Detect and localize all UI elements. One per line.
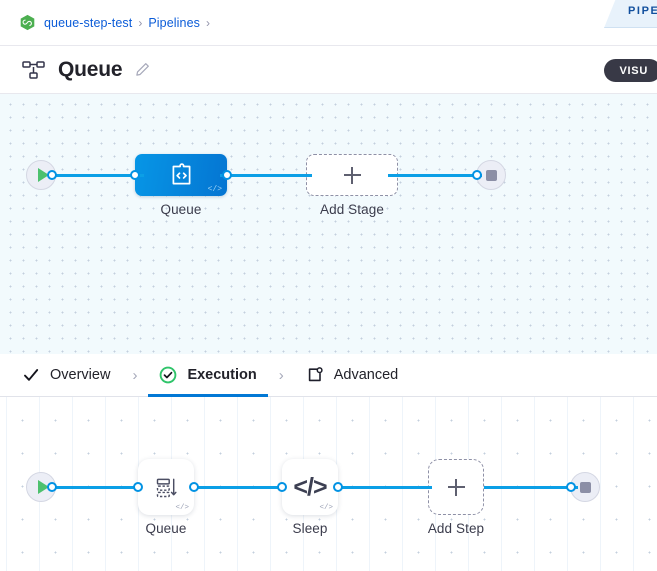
- page-title: Queue: [58, 57, 123, 81]
- play-icon: [37, 168, 49, 182]
- stage-node-body: </>: [135, 154, 227, 196]
- check-circle-green-icon: [159, 366, 177, 384]
- step-config-tabs: Overview › Execution › Advanced: [0, 354, 657, 397]
- plus-icon: [447, 478, 465, 496]
- connector-line: [484, 486, 578, 489]
- tab-advanced-label: Advanced: [333, 367, 399, 383]
- add-step-box: [428, 459, 484, 515]
- step-node-queue[interactable]: </> Queue: [138, 459, 194, 536]
- pipeline-nodes-icon: [22, 60, 46, 80]
- connector-line: [52, 486, 142, 489]
- tab-execution[interactable]: Execution: [148, 354, 269, 397]
- breadcrumb-bar: queue-step-test › Pipelines ›: [0, 0, 657, 46]
- code-glyph-icon: </>: [293, 472, 327, 501]
- stop-icon: [579, 481, 591, 493]
- connector-dot[interactable]: [566, 482, 576, 492]
- connector-dot[interactable]: [130, 170, 140, 180]
- stage-code-badge: </>: [207, 185, 222, 194]
- pipeline-end-node[interactable]: [476, 160, 506, 190]
- queue-step-icon: [156, 478, 177, 497]
- step-node-body: </> </>: [282, 459, 338, 515]
- tab-overview[interactable]: Overview: [22, 354, 110, 397]
- end-node-circle: [476, 160, 506, 190]
- connector-dot[interactable]: [47, 170, 57, 180]
- custom-stage-code-icon: [172, 162, 190, 184]
- stage-node-queue[interactable]: </> Queue: [135, 154, 227, 217]
- play-icon: [37, 480, 49, 494]
- tab-separator: ›: [132, 366, 138, 384]
- step-code-badge: </>: [319, 504, 333, 512]
- tab-execution-label: Execution: [187, 367, 257, 383]
- breadcrumb-link-project[interactable]: queue-step-test: [44, 15, 133, 30]
- add-step-label: Add Step: [427, 521, 485, 536]
- step-label: Queue: [145, 521, 187, 536]
- harness-hexagon-logo-icon: [19, 14, 36, 31]
- plus-icon: [343, 166, 361, 184]
- pencil-edit-icon[interactable]: [135, 62, 150, 77]
- pipeline-ribbon-label: PIPE: [628, 5, 657, 17]
- connector-dot[interactable]: [47, 482, 57, 492]
- step-node-sleep[interactable]: </> </> Sleep: [282, 459, 338, 536]
- breadcrumb-link-pipelines[interactable]: Pipelines: [148, 15, 200, 30]
- add-stage-node[interactable]: Add Stage: [306, 154, 398, 217]
- check-icon: [22, 366, 40, 384]
- tab-advanced[interactable]: Advanced: [306, 354, 399, 397]
- connector-dot[interactable]: [222, 170, 232, 180]
- connector-dot[interactable]: [277, 482, 287, 492]
- add-stage-label: Add Stage: [320, 202, 384, 217]
- visual-yaml-toggle[interactable]: VISU: [603, 59, 657, 82]
- stage-canvas[interactable]: </> Queue Add Stage: [0, 94, 657, 354]
- tab-separator: ›: [278, 366, 284, 384]
- connector-line: [52, 174, 144, 177]
- connector-dot[interactable]: [133, 482, 143, 492]
- connector-line: [340, 486, 432, 489]
- execution-steps-canvas[interactable]: </> Queue </> </> Sleep Add Step: [0, 397, 657, 571]
- breadcrumb-separator: ›: [206, 15, 210, 30]
- connector-dot[interactable]: [189, 482, 199, 492]
- add-step-node[interactable]: Add Step: [428, 459, 484, 536]
- pipeline-header: Queue VISU: [0, 46, 657, 94]
- add-stage-box: [306, 154, 398, 196]
- advanced-settings-icon: [306, 366, 324, 384]
- tab-overview-label: Overview: [50, 367, 111, 383]
- connector-line: [220, 174, 312, 177]
- breadcrumb-separator: ›: [138, 15, 143, 30]
- stop-icon: [485, 169, 497, 181]
- connector-dot[interactable]: [472, 170, 482, 180]
- connector-line: [196, 486, 286, 489]
- stage-label: Queue: [160, 202, 202, 217]
- step-label: Sleep: [292, 521, 328, 536]
- step-node-body: </>: [138, 459, 194, 515]
- connector-dot[interactable]: [333, 482, 343, 492]
- step-code-badge: </>: [175, 504, 189, 512]
- connector-line: [388, 174, 482, 177]
